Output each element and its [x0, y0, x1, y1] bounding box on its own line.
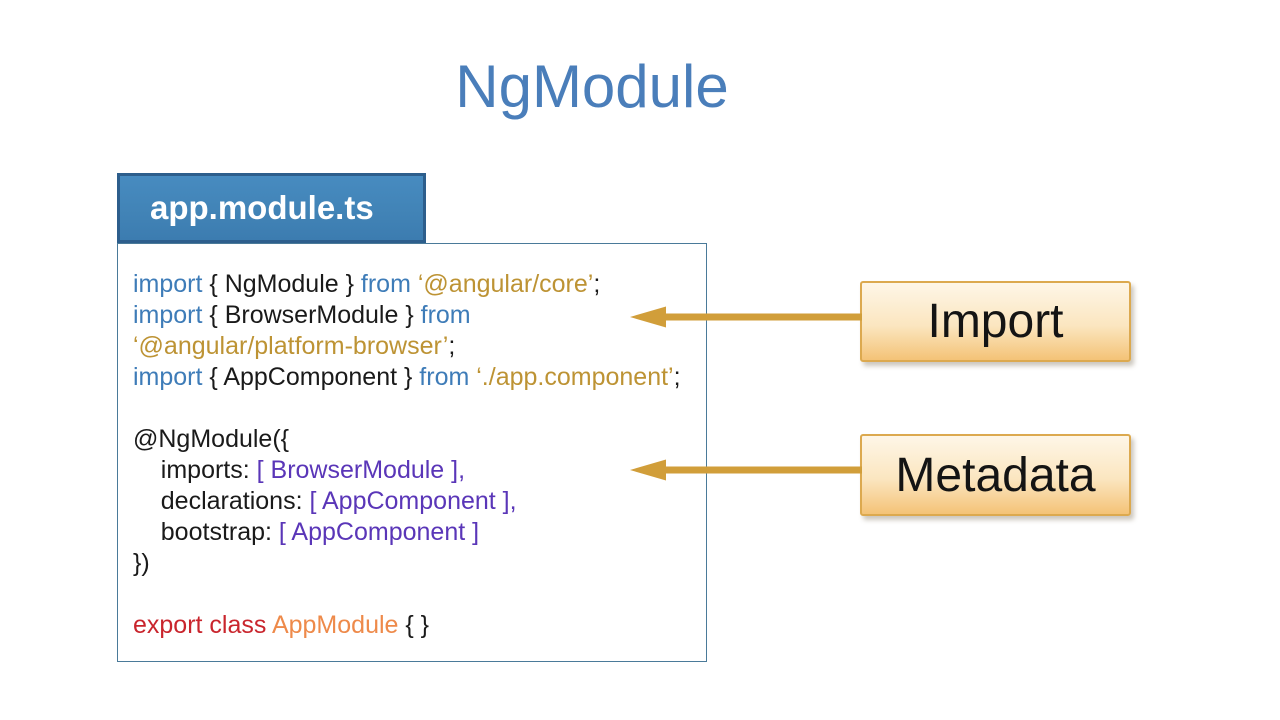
slide-title: NgModule [455, 53, 729, 120]
code-line: export class AppModule { } [133, 611, 430, 639]
code-line: import { AppComponent } from ‘./app.comp… [133, 363, 681, 391]
file-tab-label: app.module.ts [150, 189, 374, 226]
code-line: ‘@angular/platform-browser’; [133, 332, 456, 360]
import-callout: Import [860, 281, 1131, 362]
code-line [133, 393, 706, 424]
code-block: import { NgModule } from ‘@angular/core’… [118, 244, 706, 641]
code-line: }) [133, 549, 150, 577]
code-line [133, 579, 706, 610]
code-line: imports: [ BrowserModule ], [133, 456, 466, 484]
file-tab: app.module.ts [117, 173, 426, 243]
metadata-callout-label: Metadata [895, 448, 1096, 502]
metadata-arrow-icon [630, 459, 862, 481]
metadata-callout: Metadata [860, 434, 1131, 516]
import-arrow-icon [630, 306, 862, 328]
code-line: import { NgModule } from ‘@angular/core’… [133, 270, 601, 298]
code-line: bootstrap: [ AppComponent ] [133, 518, 480, 546]
code-line: @NgModule({ [133, 425, 290, 453]
code-line: import { BrowserModule } from [133, 301, 471, 329]
code-panel: import { NgModule } from ‘@angular/core’… [117, 243, 707, 662]
code-line: declarations: [ AppComponent ], [133, 487, 517, 515]
import-callout-label: Import [927, 295, 1064, 348]
